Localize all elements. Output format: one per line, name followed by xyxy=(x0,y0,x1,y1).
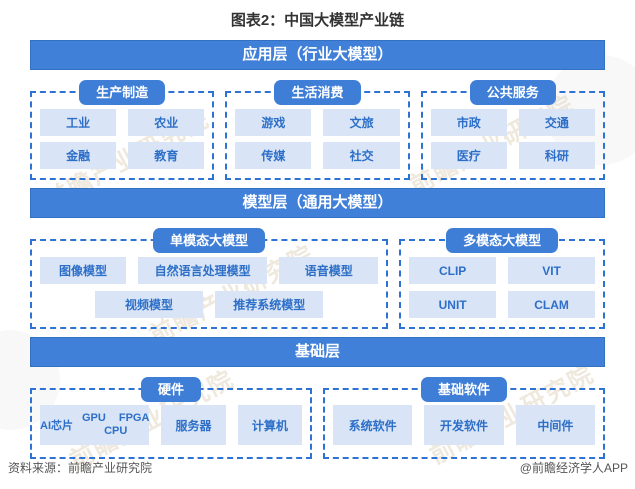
item-nlp-model: 自然语言处理模型 xyxy=(138,257,268,284)
figure-footer: 资料来源：前瞻产业研究院 @前瞻经济学人APP xyxy=(0,459,635,476)
item-middleware: 中间件 xyxy=(515,405,595,445)
group-public-service: 公共服务 市政 交通 医疗 科研 xyxy=(420,80,605,180)
application-layer-groups: 生产制造 工业 农业 金融 教育 生活消费 游戏 文旅 传媒 社交 xyxy=(30,80,605,180)
item-traffic: 交通 xyxy=(518,109,595,136)
item-system-software: 系统软件 xyxy=(333,405,413,445)
chip-ai-label: AI芯片 xyxy=(40,420,73,432)
group-consumption-label: 生活消费 xyxy=(274,80,361,105)
item-social: 社交 xyxy=(323,142,400,169)
item-computer: 计算机 xyxy=(237,405,302,445)
group-single-modal: 单模态大模型 图像模型 自然语言处理模型 语音模型 视频模型 推荐系统模型 xyxy=(30,228,389,329)
diagram-body: 应用层（行业大模型） 生产制造 工业 农业 金融 教育 生活消费 游戏 文旅 xyxy=(30,40,605,459)
item-speech-model: 语音模型 xyxy=(279,257,379,284)
section-base-layer: 基础层 硬件 AI芯片 GPU FPGA CPU xyxy=(30,337,605,459)
base-layer-groups: 硬件 AI芯片 GPU FPGA CPU xyxy=(30,377,605,459)
item-municipal: 市政 xyxy=(430,109,507,136)
group-manufacturing: 生产制造 工业 农业 金融 教育 xyxy=(30,80,215,180)
section-model-layer: 模型层（通用大模型） 单模态大模型 图像模型 自然语言处理模型 语音模型 视频模… xyxy=(30,188,605,329)
group-hardware-label: 硬件 xyxy=(140,377,202,402)
item-recommender-model: 推荐系统模型 xyxy=(215,291,324,318)
item-clam: CLAM xyxy=(508,291,595,318)
source-note: 资料来源：前瞻产业研究院 xyxy=(8,461,153,475)
base-layer-header: 基础层 xyxy=(30,337,605,367)
group-multi-modal: 多模态大模型 CLIP VIT UNIT CLAM xyxy=(399,228,605,329)
group-multi-modal-label: 多模态大模型 xyxy=(446,228,559,253)
model-layer-header: 模型层（通用大模型） xyxy=(30,188,605,218)
application-layer-header: 应用层（行业大模型） xyxy=(30,40,605,70)
model-layer-groups: 单模态大模型 图像模型 自然语言处理模型 语音模型 视频模型 推荐系统模型 多模… xyxy=(30,228,605,329)
group-consumption: 生活消费 游戏 文旅 传媒 社交 xyxy=(225,80,410,180)
group-base-software: 基础软件 系统软件 开发软件 中间件 xyxy=(323,377,605,459)
item-server: 服务器 xyxy=(161,405,226,445)
item-unit: UNIT xyxy=(409,291,497,318)
item-chips: AI芯片 GPU FPGA CPU xyxy=(40,405,150,445)
item-education: 教育 xyxy=(128,142,205,169)
item-clip: CLIP xyxy=(409,257,497,284)
item-image-model: 图像模型 xyxy=(40,257,127,284)
item-tourism: 文旅 xyxy=(323,109,400,136)
group-hardware: 硬件 AI芯片 GPU FPGA CPU xyxy=(30,377,312,459)
group-manufacturing-label: 生产制造 xyxy=(79,80,166,105)
item-dev-software: 开发软件 xyxy=(424,405,504,445)
item-agriculture: 农业 xyxy=(128,109,205,136)
group-base-software-label: 基础软件 xyxy=(420,377,508,402)
section-application-layer: 应用层（行业大模型） 生产制造 工业 农业 金融 教育 生活消费 游戏 文旅 xyxy=(30,40,605,180)
item-games: 游戏 xyxy=(235,109,312,136)
item-research: 科研 xyxy=(518,142,595,169)
group-single-modal-label: 单模态大模型 xyxy=(153,228,266,253)
item-industry: 工业 xyxy=(40,109,117,136)
figure-title: 图表2：中国大模型产业链 xyxy=(230,12,405,29)
item-finance: 金融 xyxy=(40,142,117,169)
item-media: 传媒 xyxy=(235,142,312,169)
chip-fpga-label: FPGA xyxy=(118,412,150,424)
item-vit: VIT xyxy=(508,257,595,284)
group-public-service-label: 公共服务 xyxy=(469,80,556,105)
chip-gpu-label: GPU xyxy=(82,412,106,424)
chip-cpu-label: CPU xyxy=(104,425,128,437)
item-medical: 医疗 xyxy=(430,142,507,169)
item-video-model: 视频模型 xyxy=(94,291,204,318)
credit-note: @前瞻经济学人APP xyxy=(519,461,628,475)
